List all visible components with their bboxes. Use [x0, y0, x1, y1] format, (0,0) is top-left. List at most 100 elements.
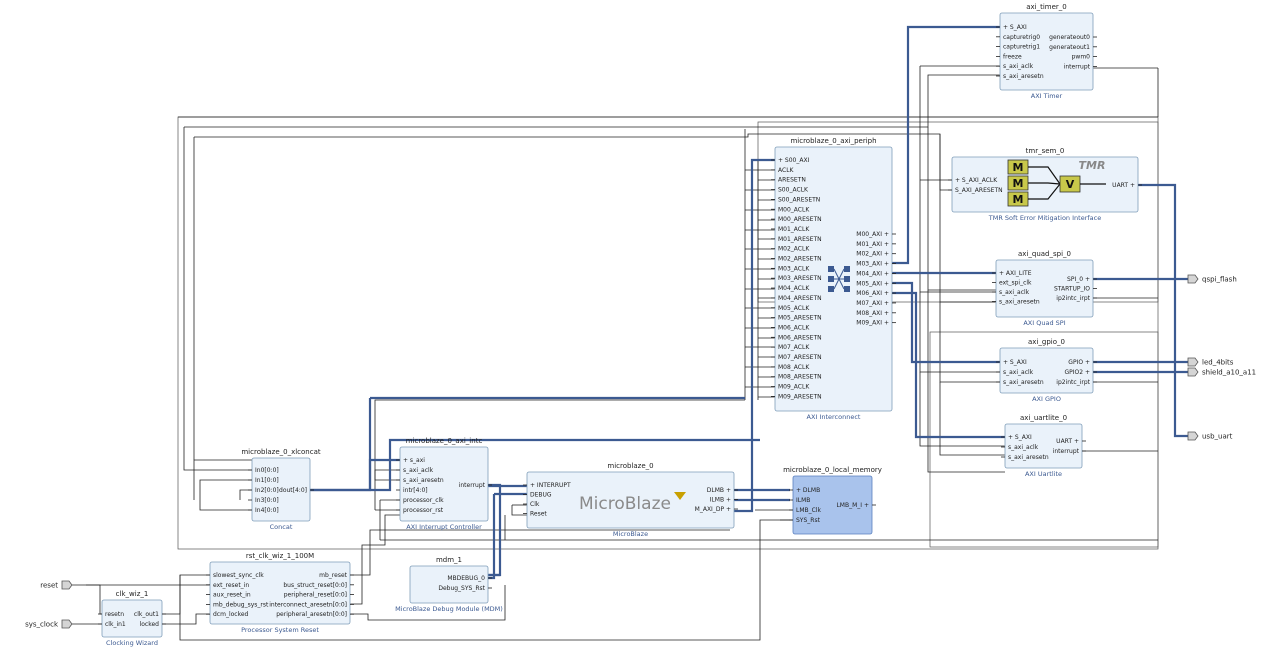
uart-out-1: interrupt — [1053, 448, 1080, 455]
svg-text:V: V — [1066, 178, 1075, 191]
periph-title: microblaze_0_axi_periph — [790, 137, 876, 145]
timer-caption: AXI Timer — [1031, 92, 1063, 100]
periph-pin-18: M06_ARESETN — [778, 334, 822, 341]
port-label-sys_clock: sys_clock — [25, 621, 59, 629]
periph-pin-9: M02_ACLK — [778, 246, 810, 253]
periph-pin-3: S00_ACLK — [778, 187, 809, 194]
gpio-pin-0: + S_AXI — [1003, 359, 1027, 366]
gpio-block[interactable]: axi_gpio_0+ S_AXIs_axi_aclks_axi_aresetn… — [996, 338, 1097, 403]
lmem-pin-3: SYS_Rst — [796, 517, 821, 524]
intc-pin-4: processor_clk — [403, 497, 444, 504]
lmem-block[interactable]: microblaze_0_local_memory+ DLMBILMBLMB_C… — [783, 466, 882, 535]
rst-out-0: mb_reset — [319, 572, 347, 579]
periph-pin-1: ACLK — [778, 167, 795, 174]
mb-out-0: DLMB + — [707, 487, 731, 494]
timer-out-3: interrupt — [1064, 63, 1091, 70]
periph-out-6: M06_AXI + — [856, 290, 889, 297]
uart-block[interactable]: axi_uartlite_0+ S_AXIs_axi_aclks_axi_are… — [1001, 414, 1086, 478]
periph-pin-6: M00_ARESETN — [778, 216, 822, 223]
qspi-out-2: ip2intc_irpt — [1056, 295, 1090, 302]
periph-out-9: M09_AXI + — [856, 320, 889, 327]
svg-text:M: M — [1013, 193, 1024, 206]
rst-pin-4: dcm_locked — [213, 611, 249, 618]
lmem-pin-0: + DLMB — [796, 487, 820, 494]
periph-pin-0: + S00_AXI — [778, 157, 810, 164]
intc-pin-1: s_axi_aclk — [403, 467, 434, 474]
rst-out-3: interconnect_aresetn[0:0] — [269, 601, 347, 608]
uart-out-0: UART + — [1056, 438, 1079, 445]
periph-pin-23: M09_ACLK — [778, 384, 810, 391]
xlconcat-block[interactable]: microblaze_0_xlconcatIn0[0:0]In1[0:0]In2… — [241, 448, 321, 531]
qspi-pin-0: + AXI_LITE — [999, 270, 1032, 277]
periph-pin-17: M06_ACLK — [778, 324, 810, 331]
xlconcat-pin-4: In4[0:0] — [255, 507, 279, 514]
periph-pin-4: S00_ARESETN — [778, 196, 820, 203]
port-label-usb_uart: usb_uart — [1202, 433, 1233, 441]
lmem-out-0: LMB_M_I + — [836, 502, 869, 509]
mb-pin-3: Reset — [530, 511, 547, 518]
xlconcat-out-0: dout[4:0] — [279, 487, 307, 494]
qspi-block[interactable]: axi_quad_spi_0 + AXI_LITE ext_spi_clk s_axi… — [992, 250, 1097, 327]
port-label-led_4bits: led_4bits — [1202, 359, 1234, 367]
crossbar-icon — [828, 266, 850, 292]
port-label-reset: reset — [40, 582, 58, 590]
qspi-title: axi_quad_spi_0 — [1018, 250, 1071, 258]
periph-caption: AXI Interconnect — [807, 413, 861, 421]
qspi-out-0: SPI_0 + — [1067, 276, 1090, 283]
periph-out-8: M08_AXI + — [856, 310, 889, 317]
intc-title: microblaze_0_axi_intc — [406, 437, 483, 445]
tmr-pin-1: S_AXI_ARESETN — [955, 187, 1003, 194]
port-led_4bits[interactable]: led_4bits — [1187, 357, 1234, 367]
rst-title: rst_clk_wiz_1_100M — [246, 552, 314, 560]
mb-block[interactable]: microblaze_0+ INTERRUPTDEBUGClkResetDLMB… — [523, 462, 738, 538]
timer-pin-3: freeze — [1003, 53, 1022, 60]
port-usb_uart[interactable]: usb_uart — [1187, 431, 1233, 441]
periph-pin-21: M08_ACLK — [778, 364, 810, 371]
periph-out-4: M04_AXI + — [856, 270, 889, 277]
mb-title: microblaze_0 — [607, 462, 653, 470]
gpio-pin-2: s_axi_aresetn — [1003, 379, 1044, 386]
port-sys_clock[interactable]: sys_clock — [25, 619, 73, 629]
uart-pin-0: + S_AXI — [1008, 434, 1032, 441]
intc-block[interactable]: microblaze_0_axi_intc+ s_axis_axi_aclks_… — [396, 437, 492, 531]
periph-pin-16: M05_ARESETN — [778, 315, 822, 322]
lmem-pin-2: LMB_Clk — [796, 507, 821, 514]
clk-block[interactable]: clk_wiz_1resetnclk_in1clk_out1lockedCloc… — [98, 590, 166, 647]
qspi-pin-3: s_axi_aresetn — [999, 299, 1040, 306]
periph-pin-2: ARESETN — [778, 177, 806, 184]
port-shield_a10_a11[interactable]: shield_a10_a11 — [1187, 367, 1256, 377]
qspi-pin-1: ext_spi_clk — [999, 280, 1032, 287]
timer-block[interactable]: axi_timer_0+ S_AXIcapturetrig0capturetri… — [996, 3, 1097, 100]
periph-out-0: M00_AXI + — [856, 231, 889, 238]
uart-title: axi_uartlite_0 — [1020, 414, 1067, 422]
timer-out-0: generateout0 — [1049, 34, 1090, 41]
clk-pin-0: resetn — [105, 611, 124, 618]
gpio-out-1: GPIO2 + — [1064, 369, 1090, 376]
periph-pin-8: M01_ARESETN — [778, 236, 822, 243]
xlconcat-pin-0: In0[0:0] — [255, 467, 279, 474]
routing-frames — [177, 67, 1159, 550]
rst-pin-2: aux_reset_in — [213, 592, 251, 599]
rst-out-1: bus_struct_reset[0:0] — [283, 582, 347, 589]
xlconcat-caption: Concat — [270, 523, 293, 531]
port-reset[interactable]: reset — [40, 580, 73, 590]
lmem-pin-1: ILMB — [796, 497, 810, 504]
rst-pin-1: ext_reset_in — [213, 582, 249, 589]
timer-pin-1: capturetrig0 — [1003, 34, 1040, 41]
timer-pin-0: + S_AXI — [1003, 24, 1027, 31]
mdm-caption: MicroBlaze Debug Module (MDM) — [395, 605, 503, 613]
port-qspi_flash[interactable]: qspi_flash — [1187, 274, 1237, 284]
periph-out-3: M03_AXI + — [856, 261, 889, 268]
gpio-caption: AXI GPIO — [1032, 395, 1061, 403]
rst-caption: Processor System Reset — [241, 626, 319, 634]
mdm-out-0: MBDEBUG_0 — [447, 575, 485, 582]
rst-block[interactable]: rst_clk_wiz_1_100Mslowest_sync_clkext_re… — [206, 552, 354, 634]
clk-pin-1: clk_in1 — [105, 621, 126, 628]
intc-out-0: interrupt — [459, 482, 486, 489]
periph-pin-20: M07_ARESETN — [778, 354, 822, 361]
uart-pin-2: s_axi_aresetn — [1008, 454, 1049, 461]
tmr-logo: TMR — [1079, 159, 1106, 172]
